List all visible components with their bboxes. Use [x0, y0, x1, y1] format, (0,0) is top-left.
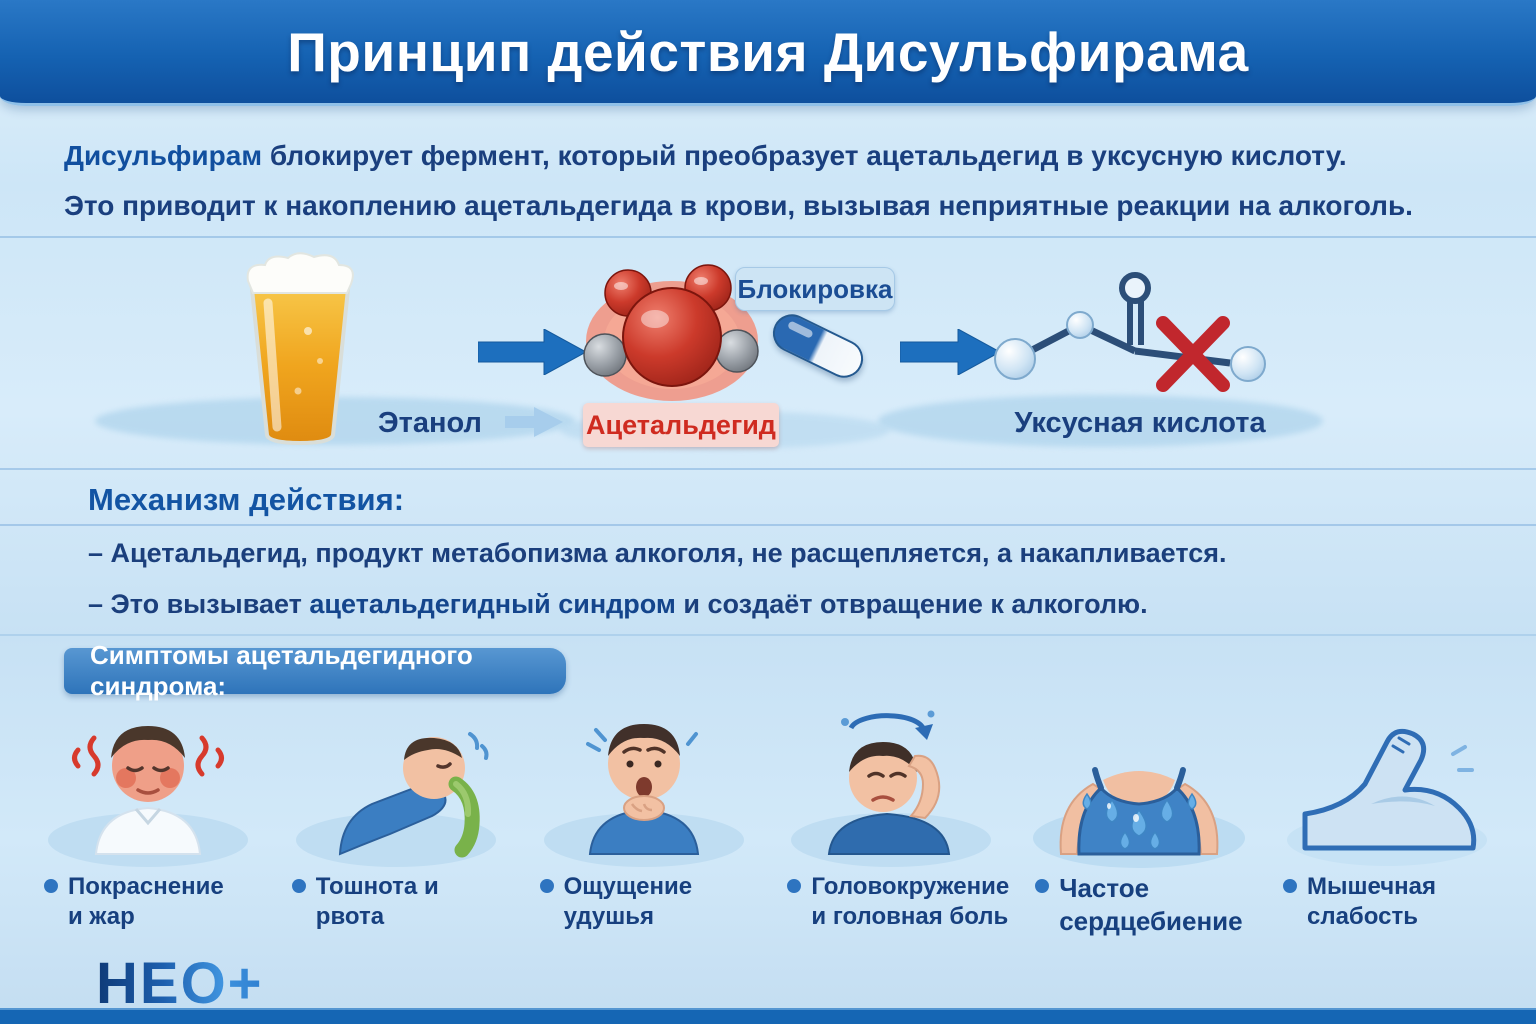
- mechanism-bullet-2: – Это вызывает ацетальдегидный синдром и…: [88, 589, 1148, 619]
- blocked-acetic-acid-molecule-icon: [985, 261, 1285, 399]
- symptom-caption: Головокружение и головная боль: [779, 872, 1009, 937]
- divider: [0, 468, 1536, 470]
- bullet-dot-icon: [787, 879, 802, 893]
- flushed-face-icon: [36, 692, 261, 870]
- syndrome-term: ацетальдегидный синдром: [309, 589, 676, 619]
- divider: [0, 634, 1536, 636]
- symptom-caption: Тошнота и рвота: [284, 872, 509, 937]
- intro-line-1-rest: блокирует фермент, который преобразует а…: [262, 140, 1347, 171]
- symptoms-heading: Симптомы ацетальдегидного синдрома:: [90, 640, 473, 701]
- symptom-caption: Ощущение удушья: [532, 872, 757, 937]
- bullet-dot-icon: [1035, 879, 1050, 893]
- flow-arrow-icon: [899, 328, 1002, 380]
- divider: [0, 236, 1536, 238]
- bullet-dot-icon: [1282, 879, 1297, 893]
- symptoms-banner: Симптомы ацетальдегидного синдрома:: [64, 640, 566, 701]
- symptom-caption: Покраснение и жар: [36, 872, 261, 937]
- drug-name: Дисульфирам: [64, 140, 263, 171]
- intro-line-1: Дисульфирам блокирует фермент, который п…: [64, 140, 1488, 172]
- bullet-dot-icon: [291, 879, 306, 893]
- blocking-label: Блокировка: [737, 273, 893, 304]
- ethanol-label: Этанол: [378, 407, 482, 439]
- process-diagram: Блокировка: [0, 245, 1536, 467]
- pill-capsule-icon: [766, 307, 870, 385]
- red-x-icon: [1156, 316, 1230, 392]
- acetaldehyde-molecule-icon: [565, 263, 780, 413]
- bullet-dot-icon: [539, 879, 554, 893]
- acetic-acid-label: Уксусная кислота: [1014, 407, 1266, 439]
- divider: [0, 524, 1536, 526]
- flow-arrow-icon: [477, 328, 588, 380]
- symptom-captions-row: Покраснение и жар Тошнота и рвота Ощущен…: [36, 872, 1500, 937]
- footer-band: [0, 1008, 1536, 1024]
- mechanism-bullet-1: – Ацетальдегид, продукт метабопизма алко…: [88, 538, 1227, 568]
- acetaldehyde-label: Ацетальдегид: [583, 403, 779, 447]
- choking-icon: [532, 692, 757, 870]
- small-arrow-icon: [505, 405, 563, 444]
- symptom-caption: Мышечная слабость: [1275, 872, 1500, 937]
- blocking-badge: Блокировка: [735, 267, 895, 311]
- puddle-shape: [878, 395, 1323, 447]
- sweating-heartbeat-icon: [1027, 692, 1252, 870]
- muscle-weakness-icon: [1275, 692, 1500, 870]
- mechanism-heading: Механизм действия:: [88, 482, 405, 517]
- intro-section: Дисульфирам блокирует фермент, который п…: [64, 140, 1488, 240]
- dizziness-headache-icon: [779, 692, 1004, 870]
- brand-logo: НЕО+: [96, 951, 264, 1016]
- beer-glass-icon: [238, 251, 363, 447]
- header-banner: Принцип действия Дисульфирама: [0, 0, 1536, 106]
- symptom-figures-row: [36, 692, 1500, 870]
- bullet-dot-icon: [44, 879, 58, 893]
- symptom-caption: Частое сердцебиение: [1027, 872, 1252, 937]
- vomiting-icon: [284, 692, 509, 870]
- intro-line-2: Это приводит к накоплению ацетальдегида …: [64, 190, 1413, 221]
- page-title: Принцип действия Дисульфирама: [287, 20, 1249, 83]
